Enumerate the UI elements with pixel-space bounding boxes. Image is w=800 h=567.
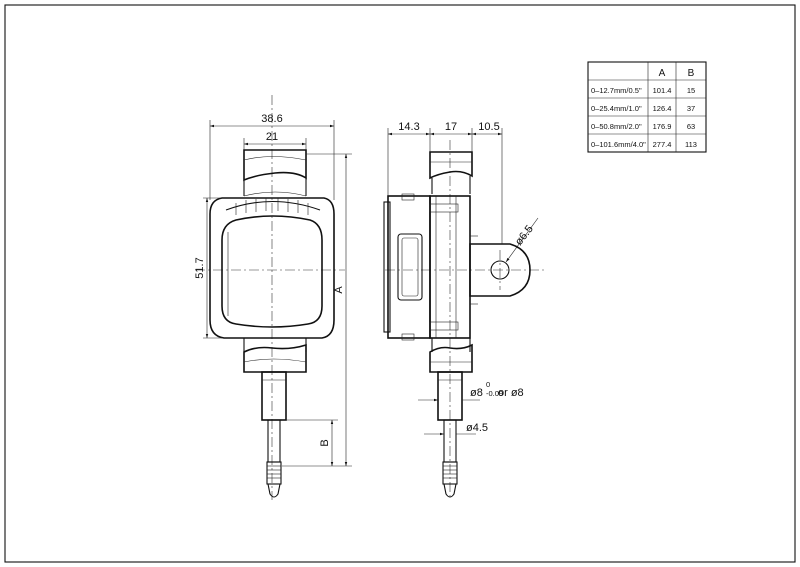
dim-stem-diameter-main: ø8 — [470, 387, 483, 399]
table-row-range: 0–25.4mm/1.0" — [591, 104, 642, 113]
table-row-a: 277.4 — [653, 140, 672, 149]
table-row-a: 101.4 — [653, 86, 672, 95]
table-row-b: 63 — [687, 122, 695, 131]
sheet-border — [4, 4, 796, 563]
table-row-b: 15 — [687, 86, 695, 95]
table-row-a: 176.9 — [653, 122, 672, 131]
table-header-b: B — [688, 68, 695, 79]
dim-stem-tol-top: 0 — [486, 380, 490, 389]
table-row-b: 113 — [685, 140, 697, 149]
front-dimensions: 38.6 21 51.7 A B — [194, 113, 352, 467]
dim-stem-tol-bot: -0.09 — [486, 389, 503, 398]
side-dimensions: 14.3 17 10.5 ø6.5 ø8 0 -0.09 or ø8 ø4.5 — [387, 121, 539, 436]
dim-depth-3: 10.5 — [478, 121, 499, 133]
table-row-b: 37 — [687, 104, 695, 113]
dimension-table: A B 0–12.7mm/0.5" 101.4 15 0–25.4mm/1.0"… — [587, 61, 707, 153]
dim-depth-2: 17 — [445, 121, 457, 133]
dim-stroke-b: B — [319, 439, 331, 446]
dim-height-body: 51.7 — [194, 257, 206, 278]
dim-length-a: A — [333, 286, 345, 294]
dim-tip-diameter: ø4.5 — [466, 422, 488, 434]
side-view — [383, 140, 545, 500]
dim-width-head: 21 — [266, 131, 278, 143]
table-row-range: 0–12.7mm/0.5" — [591, 86, 642, 95]
table-row-a: 126.4 — [653, 104, 672, 113]
table-header-a: A — [659, 68, 666, 79]
knurl-ribs — [235, 198, 309, 215]
dim-width-overall: 38.6 — [261, 113, 282, 125]
table-row-range: 0–101.6mm/4.0" — [591, 140, 646, 149]
table-row-range: 0–50.8mm/2.0" — [591, 122, 642, 131]
dim-depth-1: 14.3 — [398, 121, 419, 133]
front-view — [195, 95, 345, 500]
dim-lug-hole: ø6.5 — [513, 223, 536, 248]
dim-stem-diameter-alt: or ø8 — [498, 387, 524, 399]
